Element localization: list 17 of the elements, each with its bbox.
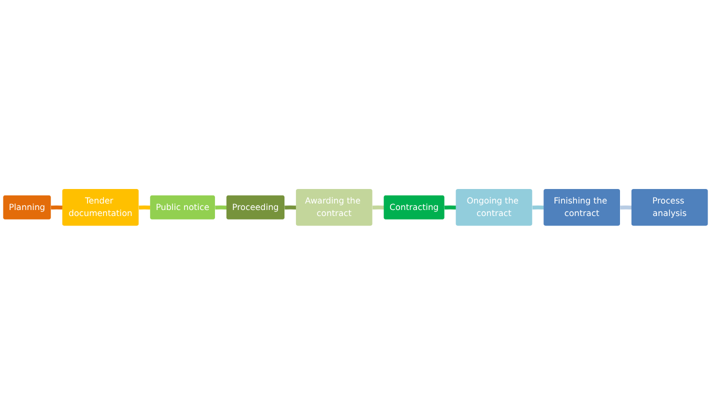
connector (372, 206, 385, 210)
node-box: Finishing the contract (544, 189, 620, 226)
connector (214, 206, 228, 210)
node-box: Public notice (150, 195, 215, 220)
connector (138, 206, 152, 210)
connector (50, 206, 64, 210)
node-box: Awarding the contract (296, 189, 372, 226)
node-box: Tender documentation (62, 189, 139, 226)
node-box: Ongoing the contract (456, 189, 532, 226)
node-box: Contracting (384, 195, 444, 220)
node-box: Process analysis (631, 189, 708, 226)
connector (284, 206, 298, 210)
node-box: Proceeding (226, 195, 284, 220)
connector (531, 206, 545, 210)
connector (444, 206, 457, 210)
connector (619, 206, 633, 210)
node-box: Planning (3, 195, 51, 220)
